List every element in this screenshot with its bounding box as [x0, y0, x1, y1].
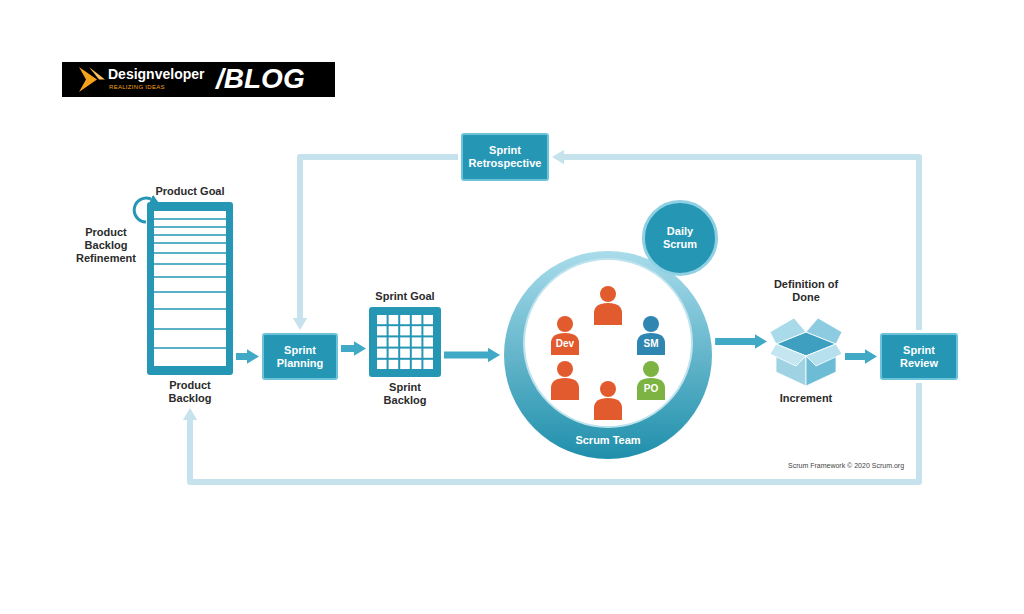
- flow-arrow: [236, 353, 247, 360]
- sprint-retrospective-box: Sprint Retrospective: [461, 133, 549, 181]
- refinement-label-box: Product Backlog Refinement: [68, 226, 144, 265]
- node-label: Sprint Retrospective: [467, 144, 543, 170]
- sprint-review-box: Sprint Review: [880, 333, 958, 380]
- person-icon: [594, 286, 622, 325]
- refinement-label: Product Backlog Refinement: [68, 226, 144, 265]
- node-graphic: [369, 307, 441, 377]
- product-owner-icon: PO: [634, 360, 668, 400]
- sprint-planning-box: Sprint Planning: [262, 333, 338, 380]
- node-graphic: [147, 202, 233, 375]
- brand-tagline-box: REALIZING IDEAS: [109, 84, 165, 91]
- flow-arrow: [845, 353, 865, 360]
- node-label: PO: [644, 383, 658, 395]
- flow-arrow: [341, 345, 354, 352]
- flow-arrow: [715, 338, 755, 345]
- copyright-note: Scrum Framework © 2020 Scrum.org: [788, 462, 904, 470]
- flow-arrow: [444, 352, 488, 359]
- backlog-graphic: [147, 202, 233, 375]
- node-label: SM: [644, 338, 659, 350]
- node-caption: Increment: [770, 392, 842, 405]
- person-icon: [551, 361, 579, 400]
- blog-title: /BLOG: [216, 65, 305, 93]
- node-label: Sprint Planning: [268, 344, 332, 370]
- logo-bar: [62, 62, 335, 97]
- person-icon: [637, 361, 665, 400]
- node-label: Dev: [556, 338, 574, 350]
- node-caption: Sprint Backlog: [369, 381, 441, 407]
- brand-name-box: Designveloper: [108, 67, 204, 82]
- feedback-loop: [300, 157, 458, 318]
- product-backlog: Product GoalProduct Backlog: [147, 185, 233, 405]
- sprint-backlog: Sprint GoalSprint Backlog: [369, 290, 441, 407]
- node-heading: Product Goal: [147, 185, 233, 198]
- grid-graphic: [369, 307, 441, 377]
- scrum-master-icon: SM: [634, 315, 668, 355]
- node-heading: Definition of Done: [770, 278, 842, 304]
- brand-name: Designveloper: [108, 67, 204, 82]
- copyright-note-box: Scrum Framework © 2020 Scrum.org: [788, 462, 904, 470]
- person-icon: [594, 381, 622, 420]
- person-icon: [637, 316, 665, 355]
- blog-title-box: /BLOG: [216, 65, 305, 93]
- node-graphic: [770, 308, 842, 388]
- person-icon: [551, 316, 579, 355]
- increment: Definition of DoneIncrement: [770, 278, 842, 405]
- brand-tagline: REALIZING IDEAS: [109, 84, 165, 91]
- developer-icon: Dev: [548, 315, 582, 355]
- node-heading: Sprint Goal: [369, 290, 441, 303]
- scrum-team-circle: Scrum Team Dev SM PO: [503, 250, 713, 460]
- node-label: Scrum Team: [575, 434, 640, 447]
- node-label: Sprint Review: [886, 344, 952, 370]
- logo-icon: [79, 67, 105, 92]
- team-ring: [503, 250, 713, 460]
- cube-graphic: [770, 308, 842, 388]
- daily-scrum-circle: Daily Scrum: [642, 200, 718, 276]
- node-label: Daily Scrum: [653, 225, 707, 251]
- node-caption: Product Backlog: [147, 379, 233, 405]
